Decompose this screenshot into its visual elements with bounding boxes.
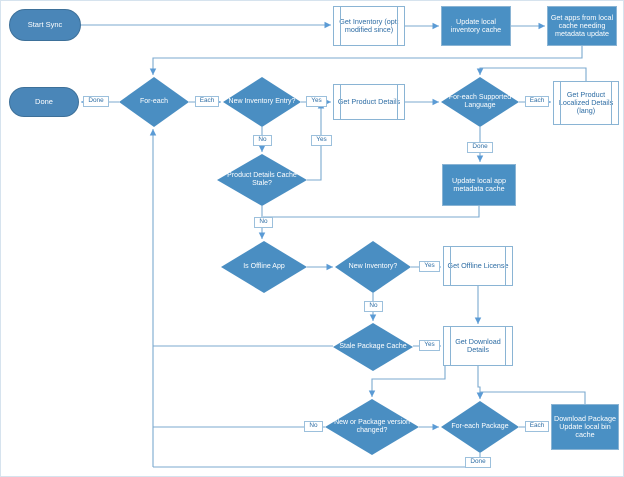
node-for-each-package[interactable]: For-each Package xyxy=(441,401,519,453)
edge-label-no-newinventryentry: No xyxy=(253,135,272,146)
node-label: Product Details Cache Stale? xyxy=(227,172,297,187)
node-label: For-each Package xyxy=(451,423,509,431)
node-label: New or Package version changed? xyxy=(334,419,410,434)
edge-prodstale-yes-to-getproduct xyxy=(307,102,325,181)
node-label: Update local inventory cache xyxy=(450,16,502,34)
edge-label-yes-newinventory: Yes xyxy=(419,261,440,272)
node-for-each[interactable]: For-each xyxy=(119,77,189,127)
node-new-inventory[interactable]: New Inventory? xyxy=(335,241,411,293)
edge-label-yes-prodstale: Yes xyxy=(311,135,332,146)
node-label: Is Offline App xyxy=(243,263,285,271)
edge-label-text: Each xyxy=(199,97,215,105)
node-update-local-app-metadata-cache[interactable]: Update local app metadata cache xyxy=(442,164,516,206)
node-label: Get apps from local cache needing metada… xyxy=(550,12,614,39)
edge-label-each-foreach: Each xyxy=(195,96,219,107)
node-product-details-cache-stale[interactable]: Product Details Cache Stale? xyxy=(217,154,307,206)
edge-label-text: Each xyxy=(529,97,545,105)
edge-label-text: Yes xyxy=(424,341,435,349)
edge-updatemeta-to-isoffline-column xyxy=(263,206,480,218)
edge-label-text: Yes xyxy=(424,262,435,270)
edge-downloadpkg-loopback xyxy=(476,391,586,404)
node-label: For-each xyxy=(139,98,168,106)
edge-label-no-prodstale: No xyxy=(254,217,273,228)
edge-label-text: Yes xyxy=(311,97,322,105)
edge-label-each-package: Each xyxy=(525,421,549,432)
edge-getdownload-to-newpkgver xyxy=(368,366,446,397)
edge-label-each-language: Each xyxy=(525,96,549,107)
node-done[interactable]: Done xyxy=(9,87,79,117)
node-label: Get Product Details xyxy=(337,96,401,106)
edge-label-done-foreach: Done xyxy=(83,96,109,107)
node-label: Download Package Update local bin cache xyxy=(554,413,616,440)
edge-label-text: Yes xyxy=(316,136,327,144)
node-label: Get Product Localized Details (lang) xyxy=(558,89,614,116)
edge-label-text: No xyxy=(258,136,267,144)
edge-label-text: Done xyxy=(472,143,488,151)
node-get-inventory[interactable]: Get Inventory (opt: modified since) xyxy=(333,6,405,46)
edge-label-text: Done xyxy=(88,97,104,105)
edge-getapps-to-foreach xyxy=(149,46,583,75)
edge-label-yes-stalepackage: Yes xyxy=(419,340,440,351)
node-new-or-package-version-changed[interactable]: New or Package version changed? xyxy=(325,399,419,455)
node-label: Get Offline License xyxy=(447,260,509,270)
node-new-inventory-entry[interactable]: New Inventory Entry? xyxy=(223,77,301,127)
node-label: Get Inventory (opt: modified since) xyxy=(339,16,399,34)
node-label: New Inventory? xyxy=(348,263,398,271)
node-label: Update local app metadata cache xyxy=(452,175,506,193)
node-get-product-details[interactable]: Get Product Details xyxy=(333,84,405,120)
node-label: Stale Package Cache xyxy=(339,343,407,351)
node-is-offline-app[interactable]: Is Offline App xyxy=(221,241,307,293)
edge-getlocalized-loopback xyxy=(476,67,587,81)
node-label: New Inventory Entry? xyxy=(228,98,296,106)
edge-label-done-language: Done xyxy=(467,142,493,153)
node-label: Get Download Details xyxy=(455,336,501,354)
node-label: For-each Supported Language xyxy=(448,94,512,109)
edge-label-done-package: Done xyxy=(465,457,491,468)
node-download-package-update-local-bin-cache[interactable]: Download Package Update local bin cache xyxy=(551,404,619,450)
node-stale-package-cache[interactable]: Stale Package Cache xyxy=(333,323,413,371)
node-label: Start Sync xyxy=(27,19,63,29)
node-get-download-details[interactable]: Get Download Details xyxy=(443,326,513,366)
node-get-product-localized-details[interactable]: Get Product Localized Details (lang) xyxy=(553,81,619,125)
edge-label-no-newinventory: No xyxy=(364,301,383,312)
edge-label-text: No xyxy=(259,218,268,226)
node-label: Done xyxy=(35,96,53,106)
edge-label-text: Done xyxy=(470,458,486,466)
node-update-local-inventory-cache[interactable]: Update local inventory cache xyxy=(441,6,511,46)
node-get-apps-from-local-cache[interactable]: Get apps from local cache needing metada… xyxy=(547,6,617,46)
edge-label-yes-newinventryentry: Yes xyxy=(306,96,327,107)
edge-label-no-newpackageversion: No xyxy=(304,421,323,432)
edge-label-text: Each xyxy=(529,422,545,430)
edge-label-text: No xyxy=(309,422,318,430)
node-start-sync[interactable]: Start Sync xyxy=(9,9,81,41)
node-for-each-supported-language[interactable]: For-each Supported Language xyxy=(441,77,519,127)
edge-label-text: No xyxy=(369,302,378,310)
node-get-offline-license[interactable]: Get Offline License xyxy=(443,246,513,286)
edge-foreachpkg-done-to-returnline xyxy=(153,453,481,468)
